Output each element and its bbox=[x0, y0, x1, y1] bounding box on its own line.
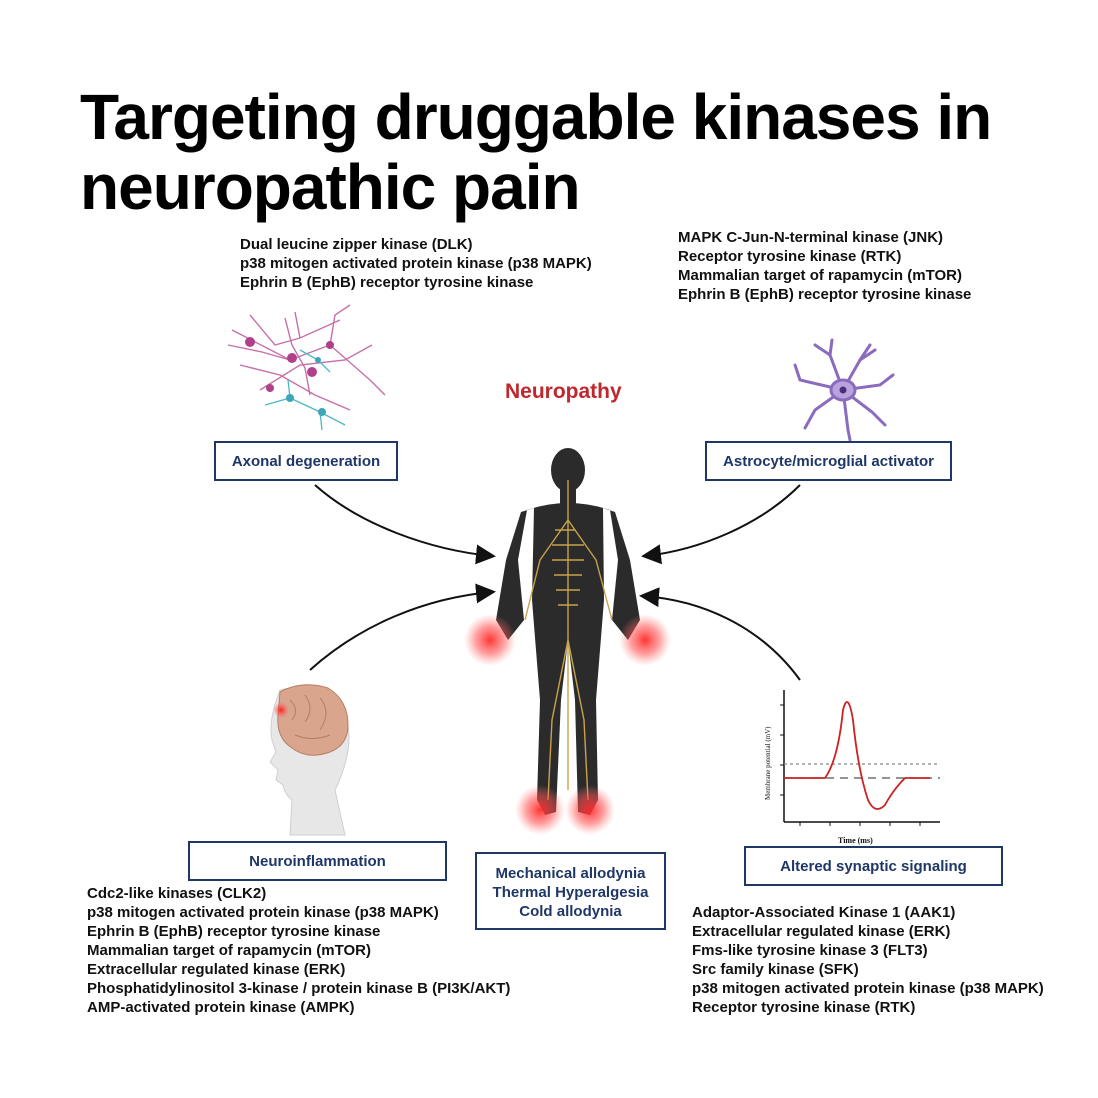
arrow-from-neuroinflammation bbox=[309, 583, 496, 671]
box-label: Astrocyte/microglial activator bbox=[723, 452, 934, 470]
page-title: Targeting druggable kinases in neuropath… bbox=[80, 82, 1080, 222]
list-item: Receptor tyrosine kinase (RTK) bbox=[692, 999, 916, 1016]
list-item: Ephrin B (EphB) receptor tyrosine kinase bbox=[240, 274, 534, 291]
astrocyte-cell-icon bbox=[793, 338, 895, 442]
top-left-kinase-list: Dual leucine zipper kinase (DLK) p38 mit… bbox=[240, 235, 592, 292]
axonal-degeneration-box: Axonal degeneration bbox=[214, 441, 398, 481]
symptoms-box: Mechanical allodynia Thermal Hyperalgesi… bbox=[475, 852, 666, 930]
list-item: Fms-like tyrosine kinase 3 (FLT3) bbox=[692, 942, 928, 959]
altered-synaptic-signaling-box: Altered synaptic signaling bbox=[744, 846, 1003, 886]
symptom-item: Thermal Hyperalgesia bbox=[492, 884, 649, 901]
astrocyte-microglial-box: Astrocyte/microglial activator bbox=[705, 441, 952, 481]
box-label: Axonal degeneration bbox=[231, 452, 381, 470]
list-item: p38 mitogen activated protein kinase (p3… bbox=[87, 904, 439, 921]
list-item: MAPK C-Jun-N-terminal kinase (JNK) bbox=[678, 229, 944, 246]
brain-head-icon bbox=[269, 684, 350, 836]
title-line-1: Targeting druggable kinases in bbox=[80, 81, 992, 153]
action-potential-graph: Membrane potential (mV) Time (ms) bbox=[764, 690, 940, 845]
top-right-kinase-list: MAPK C-Jun-N-terminal kinase (JNK) Recep… bbox=[678, 228, 971, 304]
list-item: Src family kinase (SFK) bbox=[692, 961, 859, 978]
list-item: p38 mitogen activated protein kinase (p3… bbox=[692, 980, 1044, 997]
symptom-item: Cold allodynia bbox=[519, 903, 622, 920]
neuroinflammation-box: Neuroinflammation bbox=[188, 841, 447, 881]
list-item: Mammalian target of rapamycin (mTOR) bbox=[678, 267, 962, 284]
box-label: Neuroinflammation bbox=[249, 852, 386, 870]
human-body-icon bbox=[464, 448, 671, 835]
list-item: Phosphatidylinositol 3-kinase / protein … bbox=[87, 980, 511, 997]
list-item: p38 mitogen activated protein kinase (p3… bbox=[240, 255, 592, 272]
list-item: Adaptor-Associated Kinase 1 (AAK1) bbox=[692, 904, 956, 921]
list-item: Ephrin B (EphB) receptor tyrosine kinase bbox=[87, 923, 381, 940]
box-label: Altered synaptic signaling bbox=[780, 857, 967, 875]
symptom-item: Mechanical allodynia bbox=[495, 865, 646, 882]
list-item: Cdc2-like kinases (CLK2) bbox=[87, 885, 267, 902]
graph-y-label: Membrane potential (mV) bbox=[764, 726, 772, 800]
title-line-2: neuropathic pain bbox=[80, 151, 581, 223]
axonal-neuron-network-icon bbox=[227, 304, 386, 431]
list-item: Mammalian target of rapamycin (mTOR) bbox=[87, 942, 371, 959]
list-item: AMP-activated protein kinase (AMPK) bbox=[87, 999, 355, 1016]
list-item: Extracellular regulated kinase (ERK) bbox=[692, 923, 951, 940]
bottom-left-kinase-list: Cdc2-like kinases (CLK2) p38 mitogen act… bbox=[87, 884, 510, 1017]
bottom-right-kinase-list: Adaptor-Associated Kinase 1 (AAK1) Extra… bbox=[692, 903, 1044, 1017]
arrow-from-axonal bbox=[314, 484, 496, 565]
neuropathy-label: Neuropathy bbox=[505, 380, 622, 403]
list-item: Ephrin B (EphB) receptor tyrosine kinase bbox=[678, 286, 972, 303]
list-item: Extracellular regulated kinase (ERK) bbox=[87, 961, 346, 978]
list-item: Dual leucine zipper kinase (DLK) bbox=[240, 236, 473, 253]
list-item: Receptor tyrosine kinase (RTK) bbox=[678, 248, 902, 265]
arrow-from-astrocyte bbox=[641, 484, 801, 565]
graph-x-label: Time (ms) bbox=[838, 836, 873, 845]
arrow-from-synaptic bbox=[639, 587, 801, 681]
